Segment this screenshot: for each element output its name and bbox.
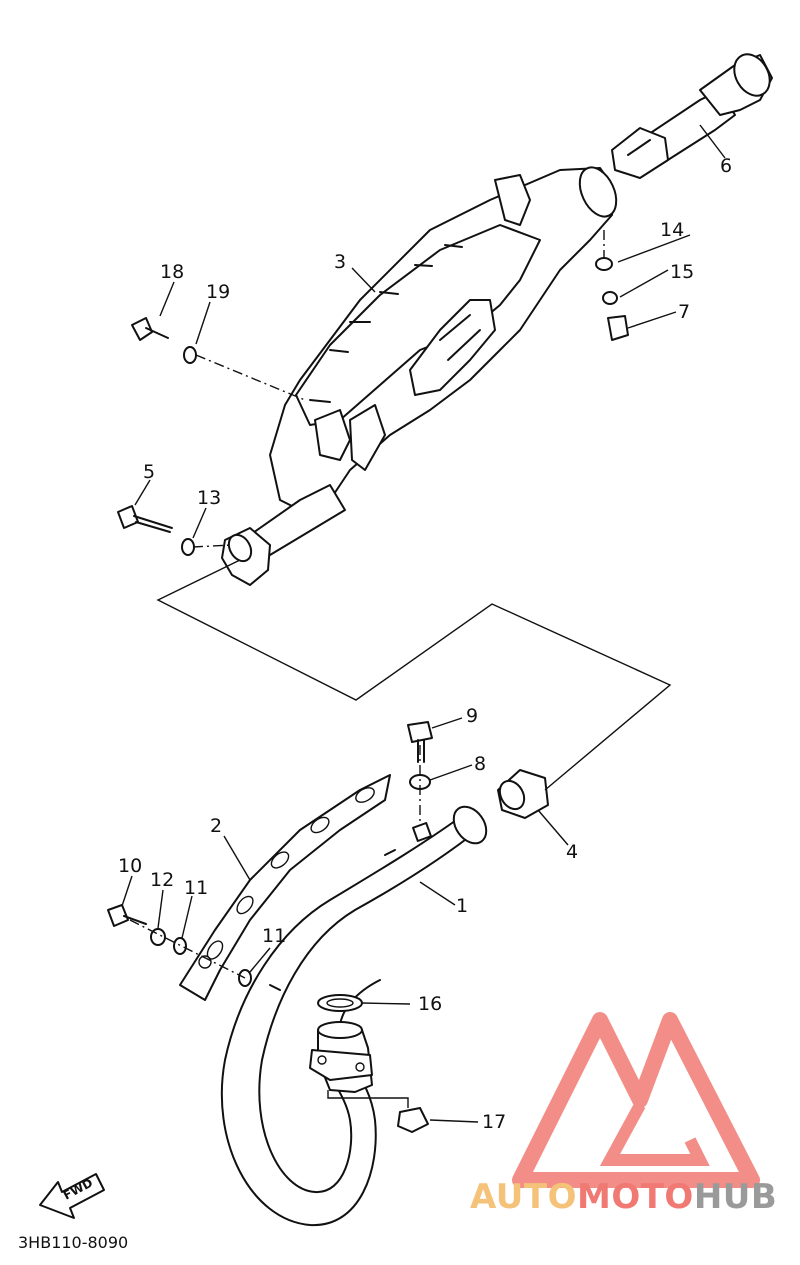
watermark-text-hub: HUB	[694, 1177, 777, 1217]
part-label-3: 3	[334, 251, 346, 273]
part-label-12: 12	[150, 869, 174, 891]
part-label-17: 17	[482, 1111, 506, 1133]
part-label-2: 2	[210, 815, 222, 837]
protector-part	[179, 774, 391, 1001]
exhaust-pipe-part	[220, 805, 488, 1227]
part-numbers: 18 19 3 5 13 6 14 15 7 9 8 4 1 2 10 12 1…	[118, 155, 732, 1133]
part-label-11a: 11	[184, 877, 208, 899]
fwd-arrow: FWD	[39, 1173, 105, 1219]
part-label-9: 9	[466, 705, 478, 727]
watermark-text-moto: MOTO	[577, 1177, 694, 1217]
part-label-6: 6	[720, 155, 732, 177]
part-label-19: 19	[206, 281, 230, 303]
part-label-8: 8	[474, 753, 486, 775]
watermark-text: AUTOMOTOHUB	[470, 1177, 777, 1217]
watermark-logo	[512, 1012, 760, 1188]
muffler-assembly	[221, 166, 618, 586]
part-label-10: 10	[118, 855, 142, 877]
gasket-and-flange	[309, 994, 409, 1108]
tail-pipe-part	[611, 53, 773, 179]
part-label-18: 18	[160, 261, 184, 283]
part-label-7: 7	[678, 301, 690, 323]
part-label-15: 15	[670, 261, 694, 283]
part-label-16: 16	[418, 993, 442, 1015]
leader-lines	[121, 124, 726, 1123]
watermark-text-auto: AUTO	[470, 1177, 577, 1217]
diagram-code: 3HB110-8090	[18, 1233, 128, 1252]
part-label-11b: 11	[262, 925, 286, 947]
part-label-5: 5	[143, 461, 155, 483]
watermark-triangle-mark	[512, 1012, 760, 1188]
part-label-14: 14	[660, 219, 684, 241]
watermark-letter-mark	[599, 1102, 710, 1166]
joint-part	[497, 769, 549, 819]
fasteners	[107, 257, 629, 1133]
part-label-1: 1	[456, 895, 468, 917]
assembly-lines	[129, 230, 672, 979]
part-label-13: 13	[197, 487, 221, 509]
part-label-4: 4	[566, 841, 578, 863]
